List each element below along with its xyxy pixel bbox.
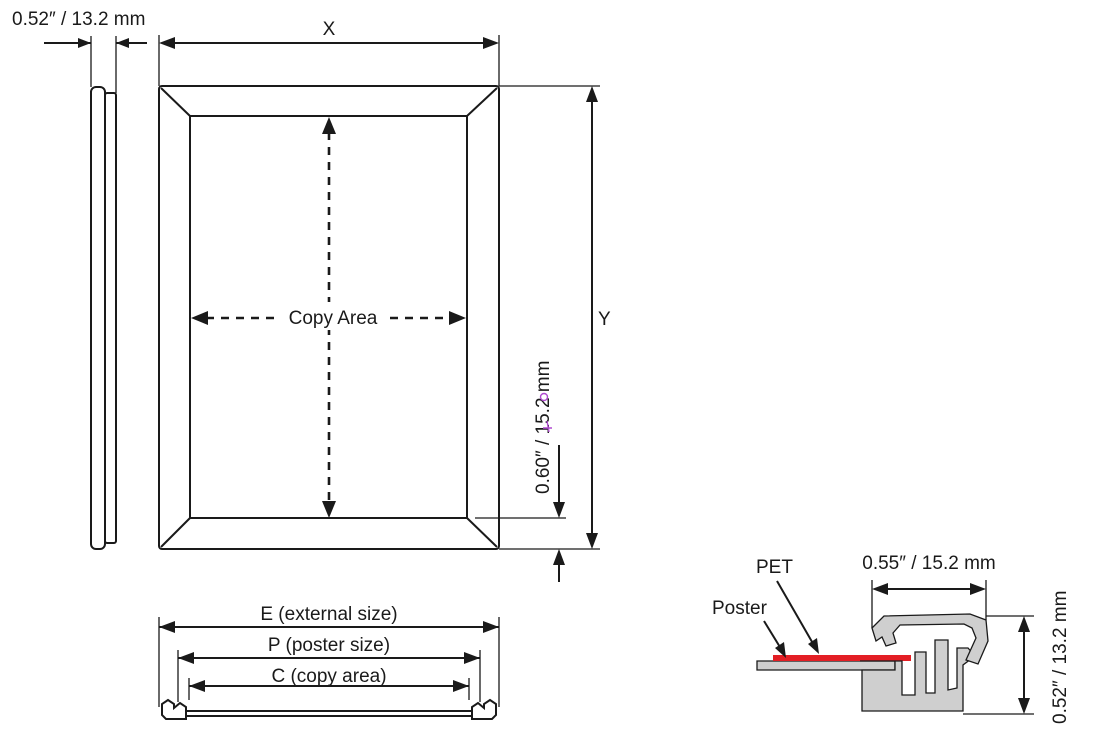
border-arrowhead-top bbox=[553, 502, 565, 518]
poster-arrowhead-right bbox=[464, 652, 480, 664]
pet-pointer-line bbox=[776, 580, 816, 648]
annotation-mark-tick bbox=[543, 420, 552, 433]
pet-label: PET bbox=[756, 557, 793, 578]
poster-pointer-arrowhead bbox=[775, 642, 786, 658]
profile-height-arrowhead-top bbox=[1018, 616, 1030, 632]
side-view: 0.52″ / 13.2 mm bbox=[12, 9, 147, 550]
y-arrowhead-top bbox=[586, 86, 598, 102]
external-arrowhead-left bbox=[159, 621, 175, 633]
annotation-mark-circle bbox=[539, 392, 549, 402]
x-arrowhead-right bbox=[483, 37, 499, 49]
frame-inner-edge bbox=[189, 115, 468, 519]
depth-arrowhead-right bbox=[116, 38, 129, 48]
copy-arrowhead-left bbox=[189, 680, 205, 692]
poster-size-label: P (poster size) bbox=[268, 635, 390, 656]
depth-label: 0.52″ / 13.2 mm bbox=[12, 9, 145, 30]
profile-snap-cover bbox=[871, 613, 989, 665]
profile-width-label: 0.55″ / 15.2 mm bbox=[862, 553, 995, 574]
x-arrowhead-left bbox=[159, 37, 175, 49]
corner-miter-bottom-right bbox=[466, 517, 498, 548]
border-arrowhead-bottom bbox=[553, 549, 565, 565]
depth-arrowhead-left bbox=[78, 38, 91, 48]
copy-arrowhead-right bbox=[453, 680, 469, 692]
side-profile-inner bbox=[104, 92, 117, 544]
y-label: Y bbox=[598, 309, 611, 330]
section-profile-right bbox=[471, 698, 497, 720]
copy-area-arrowhead-left bbox=[191, 311, 208, 325]
poster-label: Poster bbox=[712, 598, 768, 619]
copy-area-arrowhead-top bbox=[322, 117, 336, 134]
y-arrowhead-bottom bbox=[586, 533, 598, 549]
copy-area-label-background bbox=[278, 302, 388, 330]
corner-miter-bottom-left bbox=[160, 517, 191, 548]
external-size-label: E (external size) bbox=[260, 604, 397, 625]
frame-outer-edge bbox=[158, 85, 500, 550]
copy-area-label: Copy Area bbox=[289, 308, 378, 329]
profile-detail: Poster PET 0.55″ / 15.2 mm 0.52″ / 13.2 … bbox=[712, 553, 1071, 724]
profile-width-arrowhead-right bbox=[970, 583, 986, 595]
profile-width-arrowhead-left bbox=[872, 583, 888, 595]
copy-area-arrowhead-bottom bbox=[322, 501, 336, 518]
x-label: X bbox=[323, 19, 336, 40]
side-profile-outer bbox=[90, 86, 106, 550]
corner-miter-top-right bbox=[466, 87, 498, 117]
pet-film bbox=[773, 655, 911, 661]
pet-pointer-arrowhead bbox=[808, 638, 819, 654]
poster-arrowhead-left bbox=[178, 652, 194, 664]
section-profile-left bbox=[161, 698, 187, 720]
profile-height-arrowhead-bottom bbox=[1018, 698, 1030, 714]
border-width-label: 0.60″ / 15.2 mm bbox=[533, 361, 554, 494]
external-arrowhead-right bbox=[483, 621, 499, 633]
bottom-section-view: E (external size) P (poster size) C (cop… bbox=[158, 604, 500, 720]
front-view: Copy Area X Y 0.60″ / 15.2 mm bbox=[158, 19, 611, 582]
copy-area-size-label: C (copy area) bbox=[271, 666, 386, 687]
profile-height-label: 0.52″ / 13.2 mm bbox=[1050, 591, 1071, 724]
copy-area-arrowhead-right bbox=[449, 311, 466, 325]
profile-base bbox=[860, 639, 976, 712]
poster-board bbox=[756, 660, 896, 671]
corner-miter-top-left bbox=[160, 87, 191, 117]
